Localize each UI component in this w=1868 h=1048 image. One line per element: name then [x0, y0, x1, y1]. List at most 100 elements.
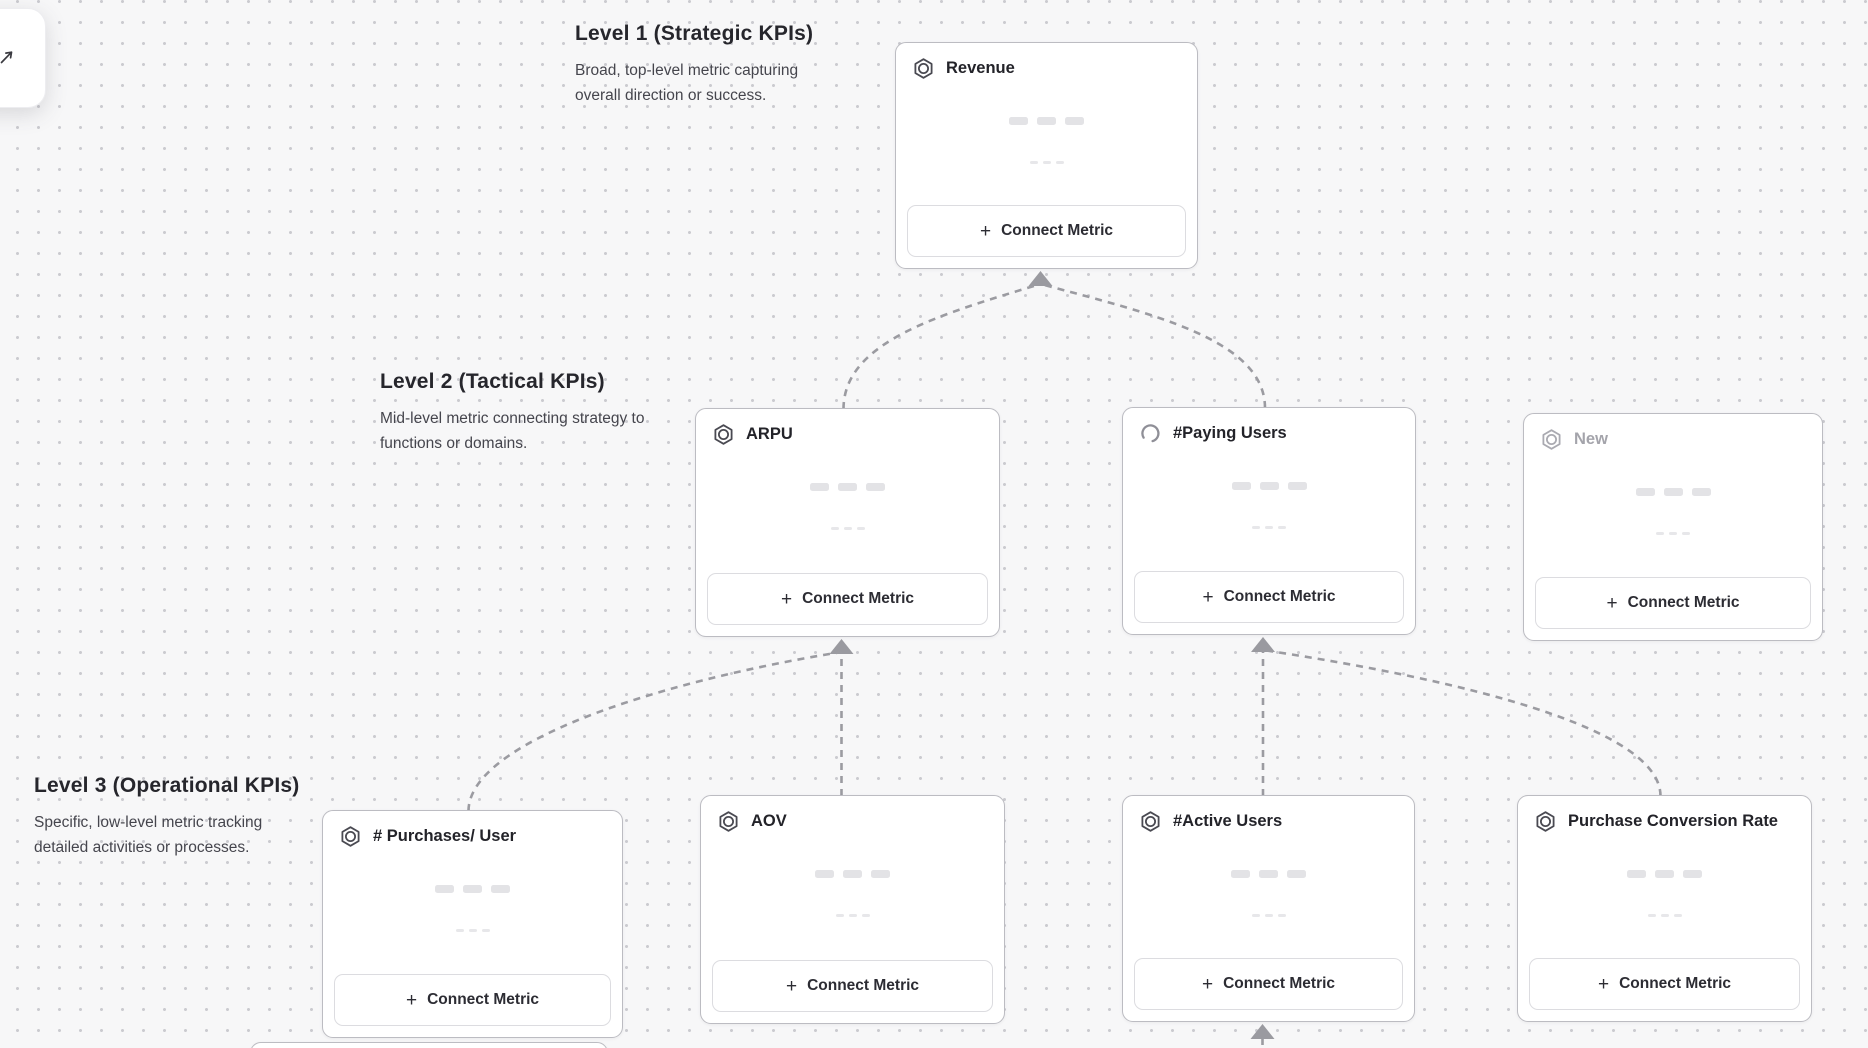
- skeleton-bar: [1627, 870, 1646, 878]
- connect-metric-button[interactable]: + Connect Metric: [707, 573, 988, 625]
- skeleton-bar: [1635, 488, 1655, 496]
- card-title: Revenue: [946, 59, 1015, 77]
- metric-card-active-users[interactable]: #Active Users+Connect Metric: [1122, 795, 1415, 1022]
- plus-icon: +: [1201, 973, 1214, 995]
- skeleton-bar: [1259, 482, 1279, 490]
- section-description: Broad, top-level metric capturing overal…: [575, 62, 799, 104]
- plus-icon: +: [785, 975, 798, 997]
- section-level-3: Level 3 (Operational KPIs) Specific, low…: [34, 774, 304, 860]
- skeleton-dash: [1251, 914, 1260, 917]
- plus-icon: +: [1202, 586, 1214, 608]
- card-title: New: [1574, 430, 1608, 448]
- metric-card-conversion-rate[interactable]: Purchase Conversion Rate +Connect Metric: [1517, 795, 1812, 1022]
- connect-metric-button[interactable]: + Connect Metric: [712, 960, 993, 1012]
- skeleton-value-bars: [1524, 488, 1822, 496]
- skeleton-bar: [1691, 488, 1711, 496]
- card-header: #Paying Users: [1139, 422, 1403, 445]
- edge-arpu-to-revenue: [842, 282, 1041, 410]
- metric-card-aov[interactable]: AOV+Connect Metric: [700, 795, 1005, 1024]
- plus-icon: +: [405, 989, 418, 1011]
- connect-metric-label: Connect Metric: [802, 590, 915, 607]
- metric-card-arpu[interactable]: ARPU + Connect Metric: [695, 408, 1000, 637]
- card-title: #Paying Users: [1173, 424, 1287, 442]
- metric-card-untitled-partial[interactable]: [250, 1042, 608, 1048]
- cursor-arrow-icon: [0, 51, 13, 64]
- skeleton-sub-dashes: [323, 929, 622, 932]
- connect-metric-button[interactable]: + Connect Metric: [1134, 571, 1404, 623]
- connect-metric-button[interactable]: +Connect Metric: [907, 205, 1186, 257]
- skeleton-dash: [848, 914, 857, 917]
- section-description: Mid-level metric connecting strategy to …: [380, 410, 645, 452]
- skeleton-value-bars: [323, 885, 622, 893]
- skeleton-bar: [435, 885, 454, 893]
- skeleton-dash: [1277, 914, 1286, 917]
- skeleton-dash: [1682, 532, 1690, 535]
- skeleton-sub-dashes: [1123, 526, 1415, 529]
- skeleton-dash: [1265, 526, 1273, 529]
- arrowhead-into-active-users: [1250, 1024, 1275, 1039]
- skeleton-dash: [1278, 526, 1286, 529]
- skeleton-dash: [1042, 161, 1051, 164]
- skeleton-bar: [1009, 117, 1028, 125]
- skeleton-dash: [861, 914, 870, 917]
- card-header: New: [1540, 428, 1810, 451]
- connect-metric-button[interactable]: + Connect Metric: [334, 974, 611, 1026]
- metric-card-new[interactable]: New +Connect Metric: [1523, 413, 1823, 641]
- connect-metric-button[interactable]: +Connect Metric: [1529, 958, 1800, 1010]
- skeleton-value-bars: [701, 870, 1004, 878]
- plus-icon: +: [780, 588, 793, 610]
- section-title: Level 3 (Operational KPIs): [34, 774, 300, 797]
- section-description: Specific, low-level metric tracking deta…: [34, 814, 263, 856]
- section-title: Level 2 (Tactical KPIs): [380, 370, 605, 393]
- plus-icon: +: [1606, 592, 1618, 614]
- skeleton-dash: [468, 929, 477, 932]
- skeleton-bar: [1259, 870, 1278, 878]
- section-title: Level 1 (Strategic KPIs): [575, 22, 814, 45]
- skeleton-bar: [810, 483, 829, 491]
- skeleton-bar: [815, 870, 834, 878]
- card-title: # Purchases/ User: [373, 827, 517, 845]
- skeleton-dash: [1660, 914, 1669, 917]
- section-level-1: Level 1 (Strategic KPIs) Broad, top-leve…: [575, 22, 845, 108]
- metric-card-paying-users[interactable]: #Paying Users + Connect Metric: [1122, 407, 1416, 635]
- skeleton-sub-dashes: [701, 914, 1004, 917]
- metric-card-revenue[interactable]: Revenue +Connect Metric: [895, 42, 1198, 269]
- skeleton-dash: [1029, 161, 1038, 164]
- skeleton-value-bars: [896, 117, 1197, 125]
- hexagon-metric-icon: [339, 825, 362, 848]
- metric-card-purchases-user[interactable]: # Purchases/ User + Connect Metric: [322, 810, 623, 1038]
- section-level-2: Level 2 (Tactical KPIs) Mid-level metric…: [380, 370, 650, 456]
- skeleton-value-bars: [1518, 870, 1811, 878]
- card-header: # Purchases/ User: [339, 825, 610, 848]
- connect-metric-label: Connect Metric: [427, 991, 540, 1008]
- skeleton-bar: [1663, 488, 1683, 496]
- skeleton-dash: [1252, 526, 1260, 529]
- skeleton-value-bars: [1123, 482, 1415, 490]
- connect-metric-label: Connect Metric: [1223, 588, 1336, 605]
- skeleton-bar: [1037, 117, 1056, 125]
- card-header: Purchase Conversion Rate: [1534, 810, 1799, 833]
- connect-metric-button[interactable]: + Connect Metric: [1134, 958, 1403, 1010]
- connect-metric-label: Connect Metric: [1223, 975, 1336, 992]
- skeleton-bar: [871, 870, 890, 878]
- connect-metric-button[interactable]: +Connect Metric: [1535, 577, 1811, 629]
- skeleton-sub-dashes: [1518, 914, 1811, 917]
- skeleton-dash: [1055, 161, 1064, 164]
- skeleton-dash: [830, 527, 839, 530]
- card-title: Purchase Conversion Rate: [1568, 812, 1778, 830]
- skeleton-bar: [866, 483, 885, 491]
- card-title: ARPU: [746, 425, 793, 443]
- skeleton-dash: [1673, 914, 1682, 917]
- spinner-icon: [1139, 422, 1162, 445]
- skeleton-dash: [856, 527, 865, 530]
- connect-metric-label: Connect Metric: [807, 977, 920, 994]
- edge-paying-users-to-revenue: [1040, 282, 1267, 409]
- skeleton-bar: [1655, 870, 1674, 878]
- floating-tool-panel[interactable]: [0, 8, 46, 108]
- skeleton-bar: [1287, 870, 1306, 878]
- edge-purchases-user-to-arpu: [467, 650, 842, 812]
- hexagon-metric-icon: [912, 57, 935, 80]
- skeleton-bar: [1287, 482, 1307, 490]
- card-header: Revenue: [912, 57, 1185, 80]
